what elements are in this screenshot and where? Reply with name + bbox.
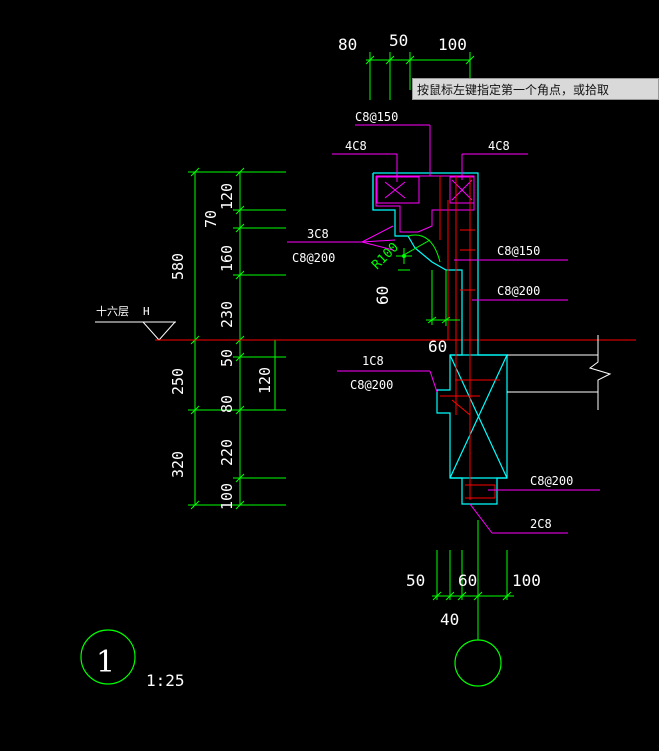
left-dim-120-mid: 120 — [256, 367, 274, 394]
left-dim-230: 230 — [218, 301, 236, 328]
bottom-dim-60: 60 — [458, 571, 477, 590]
label-lower-stirrup: C8@200 — [350, 378, 393, 392]
mid-dim-60: 60 — [428, 337, 447, 356]
bottom-dimension — [432, 520, 514, 640]
top-dim-100: 100 — [438, 35, 467, 54]
break-line — [507, 335, 612, 410]
detail-number: 1 — [96, 645, 115, 680]
label-top-stirrup: C8@150 — [355, 110, 398, 124]
mid-dimension — [426, 270, 460, 326]
bottom-dim-40: 40 — [440, 610, 459, 629]
left-dim-80: 80 — [218, 395, 236, 413]
detail-scale: 1:25 — [146, 671, 185, 690]
left-dim-100: 100 — [218, 483, 236, 510]
left-dim-580: 580 — [169, 253, 187, 280]
top-dim-80: 80 — [338, 35, 357, 54]
detail-bubble — [80, 629, 136, 685]
left-dimension-chains — [188, 167, 286, 510]
bottom-dim-50: 50 — [406, 571, 425, 590]
top-beam-marks — [375, 175, 475, 233]
label-top-left-bars: 4C8 — [345, 139, 367, 153]
label-bottom-stirrup: C8@200 — [530, 474, 573, 488]
label-wall-stirrup-2: C8@200 — [497, 284, 540, 298]
left-dim-250: 250 — [169, 368, 187, 395]
label-bottom-bars: 2C8 — [530, 517, 552, 531]
left-dim-70: 70 — [202, 210, 220, 228]
label-top-right-bars: 4C8 — [488, 139, 510, 153]
fillet — [396, 234, 441, 271]
mid-dim-60-vertical: 60 — [373, 286, 392, 305]
label-lower-bar: 1C8 — [362, 354, 384, 368]
label-slope-stirrup: C8@200 — [292, 251, 335, 265]
slope-rebar — [287, 225, 396, 251]
level-label: 十六层 — [96, 304, 129, 318]
bottom-dim-100: 100 — [512, 571, 541, 590]
left-dim-320: 320 — [169, 451, 187, 478]
level-marker — [95, 321, 636, 341]
axis-bubble — [454, 639, 502, 687]
rebar-red — [439, 176, 500, 500]
command-tooltip: 按鼠标左键指定第一个角点，或拾取 — [412, 78, 659, 100]
left-dim-160: 160 — [218, 245, 236, 272]
label-wall-stirrup-1: C8@150 — [497, 244, 540, 258]
leader-lines — [332, 124, 600, 534]
left-dim-50: 50 — [218, 349, 236, 367]
label-slope-bars: 3C8 — [307, 227, 329, 241]
top-dimension — [365, 52, 475, 100]
left-dim-220: 220 — [218, 439, 236, 466]
left-dim-120: 120 — [218, 183, 236, 210]
level-h: H — [143, 305, 150, 318]
top-dim-50: 50 — [389, 31, 408, 50]
